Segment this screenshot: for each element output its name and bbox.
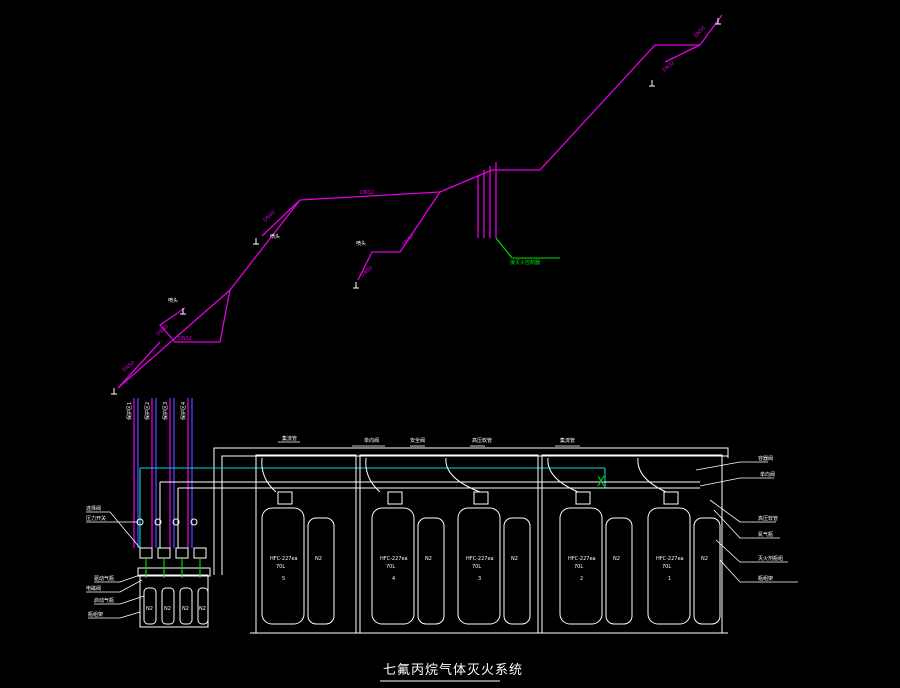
svg-text:N2: N2 xyxy=(164,606,171,612)
main-pipe-upper xyxy=(492,14,723,171)
main-pipe-lower xyxy=(117,191,441,389)
right-callout-5: 灭火剂瓶组 xyxy=(758,555,783,562)
nozzle-icon xyxy=(111,18,721,395)
left-callouts: 选择阀 压力开关 驱动气瓶 电磁阀 启动气瓶 瓶组架 xyxy=(86,505,145,619)
svg-text:5: 5 xyxy=(282,576,285,582)
svg-text:70L: 70L xyxy=(472,564,481,570)
branch-pipe-a xyxy=(357,191,441,281)
zone-label-2: 保护区2 xyxy=(144,402,151,420)
nozzle-label-1: 喷头 xyxy=(270,233,280,240)
svg-text:N2: N2 xyxy=(701,556,708,562)
cylinder-unit-4: HFC-227ea 70L 4 N2 xyxy=(371,491,445,625)
svg-text:70L: 70L xyxy=(662,564,671,570)
zone-label-4: 保护区4 xyxy=(180,402,187,420)
svg-text:1: 1 xyxy=(668,576,671,582)
size-label-4: DN40 xyxy=(262,210,276,224)
flex-hoses xyxy=(261,457,667,493)
pilot-cylinder-rack: N2 N2 N2 N2 xyxy=(136,518,211,628)
drawing-title: 七氟丙烷气体灭火系统 xyxy=(383,662,523,678)
size-label-2: DN40 xyxy=(155,324,170,338)
right-callout-1: 容器阀 xyxy=(758,455,773,462)
manifold-label-4: 高压软管 xyxy=(472,437,492,444)
manifold-frame xyxy=(213,447,729,575)
manifold-label-1: 集流管 xyxy=(282,435,297,442)
elevation-view: 保护区1 保护区2 保护区3 保护区4 集流管 单向阀 安全阀 高压软管 集流管 xyxy=(86,398,798,634)
cylinder-unit-1: HFC-227ea 70L 1 N2 xyxy=(647,491,721,625)
right-callout-3: 高压软管 xyxy=(758,515,778,522)
left-callout-4: 电磁阀 xyxy=(86,585,101,592)
left-callout-3: 驱动气瓶 xyxy=(94,575,114,582)
zone-label-1: 保护区1 xyxy=(126,402,133,420)
svg-text:N2: N2 xyxy=(425,556,432,562)
riser-note: 接灭火控制器 xyxy=(510,259,540,266)
svg-text:N2: N2 xyxy=(182,606,189,612)
svg-text:70L: 70L xyxy=(574,564,583,570)
left-callout-6: 瓶组架 xyxy=(88,611,103,618)
svg-text:HFC-227ea: HFC-227ea xyxy=(656,556,684,562)
connector-pipe xyxy=(439,169,493,193)
right-callouts: 容器阀 单向阀 高压软管 氮气瓶 灭火剂瓶组 瓶组架 xyxy=(695,455,798,583)
svg-text:70L: 70L xyxy=(386,564,395,570)
cylinder-unit-2: HFC-227ea 70L 2 N2 xyxy=(559,491,633,625)
right-callout-2: 单向阀 xyxy=(760,471,775,478)
size-label-6: DN50 xyxy=(359,265,374,279)
manifold-label-2: 单向阀 xyxy=(364,437,379,444)
size-label-3: DN32 xyxy=(178,336,192,342)
size-label-7: DN40 xyxy=(401,233,415,247)
svg-text:N2: N2 xyxy=(315,556,322,562)
svg-text:HFC-227ea: HFC-227ea xyxy=(270,556,298,562)
left-callout-5: 启动气瓶 xyxy=(94,597,114,604)
zone-label-3: 保护区3 xyxy=(162,402,169,420)
manifold-label-5: 集流管 xyxy=(560,437,575,444)
svg-text:N2: N2 xyxy=(613,556,620,562)
svg-text:4: 4 xyxy=(392,576,395,582)
branch-pipe-e xyxy=(664,44,701,63)
nozzle-label-3: 喷头 xyxy=(168,297,178,304)
zone-risers: 保护区1 保护区2 保护区3 保护区4 xyxy=(126,398,193,548)
riser-signal-line xyxy=(495,237,513,259)
size-label-8: DN32 xyxy=(661,60,676,74)
branch-pipe-c xyxy=(159,289,231,343)
left-callout-2: 压力开关 xyxy=(86,515,106,522)
svg-text:N2: N2 xyxy=(146,606,153,612)
size-label-5: DN32 xyxy=(360,190,374,196)
svg-text:2: 2 xyxy=(580,576,583,582)
left-callout-1: 选择阀 xyxy=(86,505,101,512)
size-label-9: DN50 xyxy=(693,25,707,39)
svg-text:70L: 70L xyxy=(276,564,285,570)
right-callout-6: 瓶组架 xyxy=(758,575,773,582)
svg-text:HFC-227ea: HFC-227ea xyxy=(466,556,494,562)
manifold-label-3: 安全阀 xyxy=(410,437,425,444)
nozzle-label-2: 喷头 xyxy=(356,240,366,247)
svg-text:N2: N2 xyxy=(511,556,518,562)
branch-pipe-b xyxy=(261,199,301,237)
manifold-callouts: 集流管 单向阀 安全阀 高压软管 集流管 xyxy=(278,435,580,447)
svg-text:HFC-227ea: HFC-227ea xyxy=(380,556,408,562)
cylinder-unit-5: HFC-227ea 70L 5 N2 xyxy=(261,491,335,625)
branch-pipe-d xyxy=(117,341,161,389)
svg-text:HFC-227ea: HFC-227ea xyxy=(568,556,596,562)
svg-text:N2: N2 xyxy=(199,606,206,612)
isometric-piping: DN50 DN40 DN32 DN40 DN32 DN50 DN40 DN32 … xyxy=(111,14,723,395)
right-callout-4: 氮气瓶 xyxy=(758,531,773,538)
cylinder-unit-3: HFC-227ea 70L 3 N2 xyxy=(457,491,531,625)
svg-text:3: 3 xyxy=(478,576,481,582)
